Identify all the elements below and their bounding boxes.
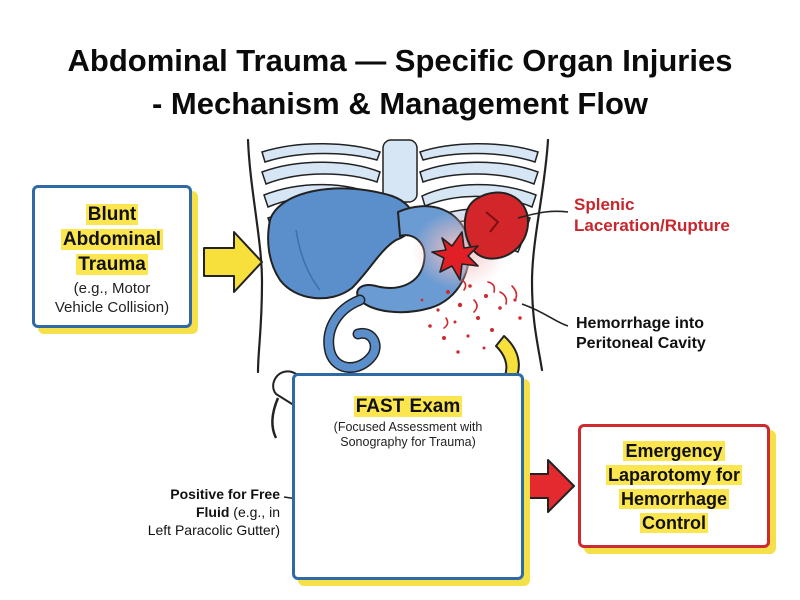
hemorrhage-line-2: Peritoneal Cavity bbox=[576, 335, 706, 352]
fast-exam-box: FAST Exam (Focused Assessment with Sonog… bbox=[292, 373, 524, 580]
positive-free-fluid-label: Positive for Free Fluid (e.g., in Left P… bbox=[98, 485, 280, 539]
torso-outline bbox=[246, 138, 550, 374]
emergency-laparotomy-text: Emergency Laparotomy for Hemorrhage Cont… bbox=[581, 439, 767, 535]
spleen-rupture-icon bbox=[463, 191, 530, 260]
positive-line-3: Left Paracolic Gutter) bbox=[147, 522, 280, 538]
fast-exam-title: FAST Exam bbox=[295, 396, 521, 418]
hemorrhage-line-1: Hemorrhage into bbox=[576, 315, 705, 332]
positive-line-2-rest: (e.g., in bbox=[229, 504, 280, 520]
rupture-burst bbox=[431, 231, 479, 281]
blunt-trauma-example: (e.g., Motor Vehicle Collision) bbox=[35, 279, 189, 317]
positive-line-1: Positive for Free bbox=[170, 486, 280, 502]
fast-sub-line-2: Sonography for Trauma) bbox=[340, 435, 476, 449]
page-title-line-1: Abdominal Trauma — Specific Organ Injuri… bbox=[67, 43, 733, 78]
emergency-line-2: Laparotomy for bbox=[605, 465, 742, 485]
hemorrhage-label: Hemorrhage into Peritoneal Cavity bbox=[576, 314, 776, 354]
flow-arrow-icon bbox=[203, 231, 263, 293]
emergency-laparotomy-box: Emergency Laparotomy for Hemorrhage Cont… bbox=[578, 424, 770, 548]
flow-arrow-right-icon bbox=[527, 459, 575, 513]
blunt-heading-line-1: Blunt bbox=[85, 204, 139, 225]
fast-exam-subtitle: (Focused Assessment with Sonography for … bbox=[295, 420, 521, 450]
emergency-line-1: Emergency bbox=[623, 441, 725, 461]
blunt-trauma-box: Blunt Abdominal Trauma (e.g., Motor Vehi… bbox=[32, 185, 192, 328]
emergency-line-3: Hemorrhage bbox=[618, 489, 730, 509]
blunt-heading-line-3: Trauma bbox=[76, 254, 148, 275]
positive-line-2-bold: Fluid bbox=[195, 504, 230, 520]
page-title-line-2: - Mechanism & Management Flow bbox=[151, 86, 649, 121]
hemorrhage-leader bbox=[521, 303, 569, 327]
fast-title-text: FAST Exam bbox=[353, 396, 463, 417]
splenic-leader bbox=[517, 210, 569, 219]
blunt-sub-line-2: Vehicle Collision) bbox=[54, 299, 170, 316]
blunt-trauma-heading: Blunt Abdominal Trauma bbox=[35, 202, 189, 277]
liver bbox=[267, 187, 415, 300]
blunt-heading-line-2: Abdominal bbox=[60, 229, 164, 250]
splenic-line-1: Splenic bbox=[574, 195, 635, 214]
splenic-line-2: Laceration/Rupture bbox=[574, 216, 730, 235]
blunt-sub-line-1: (e.g., Motor bbox=[73, 280, 151, 297]
fast-sub-line-1: (Focused Assessment with bbox=[333, 420, 483, 434]
splenic-laceration-label: Splenic Laceration/Rupture bbox=[574, 194, 774, 236]
emergency-line-4: Control bbox=[640, 513, 708, 533]
